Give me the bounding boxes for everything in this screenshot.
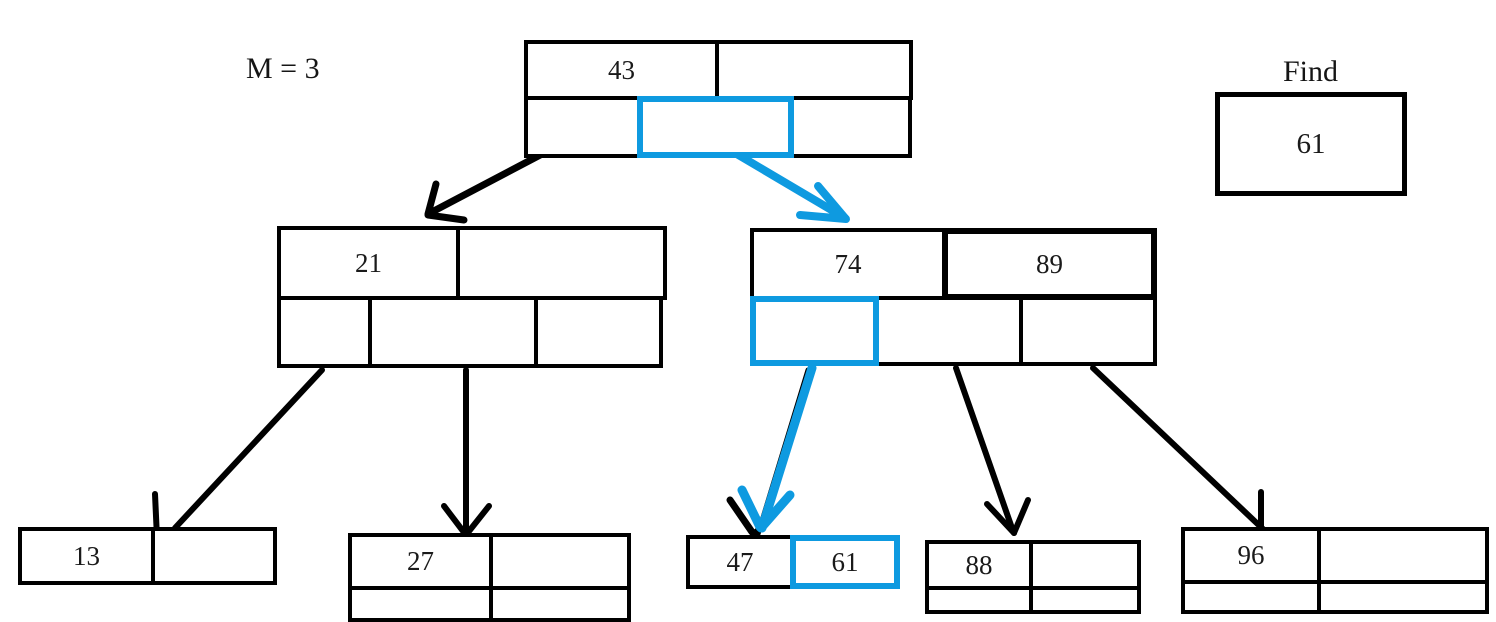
left-key-0[interactable]: 21 bbox=[277, 226, 460, 300]
internal-node-left: 21 bbox=[277, 226, 667, 368]
root-key-row: 43 bbox=[524, 40, 913, 100]
leaf-88: 88 bbox=[925, 540, 1141, 614]
leaf-27-key-row: 27 bbox=[348, 533, 631, 590]
leaf-13-key-0[interactable]: 13 bbox=[18, 527, 155, 585]
leaf-88-key-1[interactable] bbox=[1029, 540, 1141, 590]
root-key-0[interactable]: 43 bbox=[524, 40, 719, 100]
root-key-1[interactable] bbox=[715, 40, 913, 100]
root-pointer-0[interactable] bbox=[524, 96, 641, 158]
leaf-96-pointer-1[interactable] bbox=[1317, 580, 1489, 614]
internal-node-right: 74 89 bbox=[750, 228, 1157, 366]
root-pointer-row bbox=[524, 96, 913, 158]
leaf-88-pointer-0[interactable] bbox=[925, 586, 1033, 614]
left-pointer-0[interactable] bbox=[277, 296, 372, 368]
right-pointer-0[interactable] bbox=[750, 296, 879, 366]
right-key-1[interactable]: 89 bbox=[942, 228, 1157, 300]
leaf-47-61-key-row: 47 61 bbox=[686, 535, 900, 589]
right-pointer-row bbox=[750, 296, 1157, 366]
edge-left-to-leaf13 bbox=[149, 367, 325, 541]
left-pointer-row bbox=[277, 296, 667, 368]
leaf-27-pointer-row bbox=[348, 586, 631, 622]
root-pointer-1[interactable] bbox=[637, 96, 794, 158]
leaf-13: 13 bbox=[18, 527, 277, 585]
leaf-88-pointer-1[interactable] bbox=[1029, 586, 1141, 614]
right-pointer-2[interactable] bbox=[1019, 296, 1157, 366]
find-value-box[interactable]: 61 bbox=[1215, 92, 1407, 196]
leaf-27-key-1[interactable] bbox=[489, 533, 631, 590]
left-pointer-1[interactable] bbox=[368, 296, 538, 368]
order-label: M = 3 bbox=[246, 52, 320, 85]
root-pointer-2[interactable] bbox=[790, 96, 912, 158]
right-key-row: 74 89 bbox=[750, 228, 1157, 300]
find-caption: Find bbox=[1283, 55, 1339, 88]
right-key-0[interactable]: 74 bbox=[750, 228, 946, 300]
leaf-96-pointer-row bbox=[1181, 580, 1489, 614]
leaf-27-key-0[interactable]: 27 bbox=[348, 533, 493, 590]
leaf-27: 27 bbox=[348, 533, 631, 622]
left-key-row: 21 bbox=[277, 226, 667, 300]
leaf-47-61-key-1[interactable]: 61 bbox=[790, 535, 900, 589]
leaf-96-key-row: 96 bbox=[1181, 527, 1489, 584]
right-pointer-1[interactable] bbox=[875, 296, 1023, 366]
left-key-1[interactable] bbox=[456, 226, 667, 300]
edge-right-to-leaf96 bbox=[1090, 365, 1275, 541]
leaf-96-key-1[interactable] bbox=[1317, 527, 1489, 584]
edge-right-to-leaf47 bbox=[726, 363, 817, 538]
edge-root-to-right bbox=[726, 146, 850, 223]
leaf-96-key-0[interactable]: 96 bbox=[1181, 527, 1321, 584]
leaf-88-pointer-row bbox=[925, 586, 1141, 614]
root-node: 43 bbox=[524, 40, 913, 158]
leaf-27-pointer-1[interactable] bbox=[489, 586, 631, 622]
edge-left-to-leaf27 bbox=[441, 367, 492, 538]
leaf-27-pointer-0[interactable] bbox=[348, 586, 493, 622]
leaf-47-61-key-0[interactable]: 47 bbox=[686, 535, 794, 589]
leaf-13-key-1[interactable] bbox=[151, 527, 277, 585]
leaf-13-key-row: 13 bbox=[18, 527, 277, 585]
leaf-88-key-row: 88 bbox=[925, 540, 1141, 590]
leaf-96-pointer-0[interactable] bbox=[1181, 580, 1321, 614]
leaf-88-key-0[interactable]: 88 bbox=[925, 540, 1033, 590]
leaf-96: 96 bbox=[1181, 527, 1489, 614]
edge-right-to-leaf88 bbox=[953, 365, 1031, 536]
leaf-47-61: 47 61 bbox=[686, 535, 900, 589]
left-pointer-2[interactable] bbox=[534, 296, 663, 368]
